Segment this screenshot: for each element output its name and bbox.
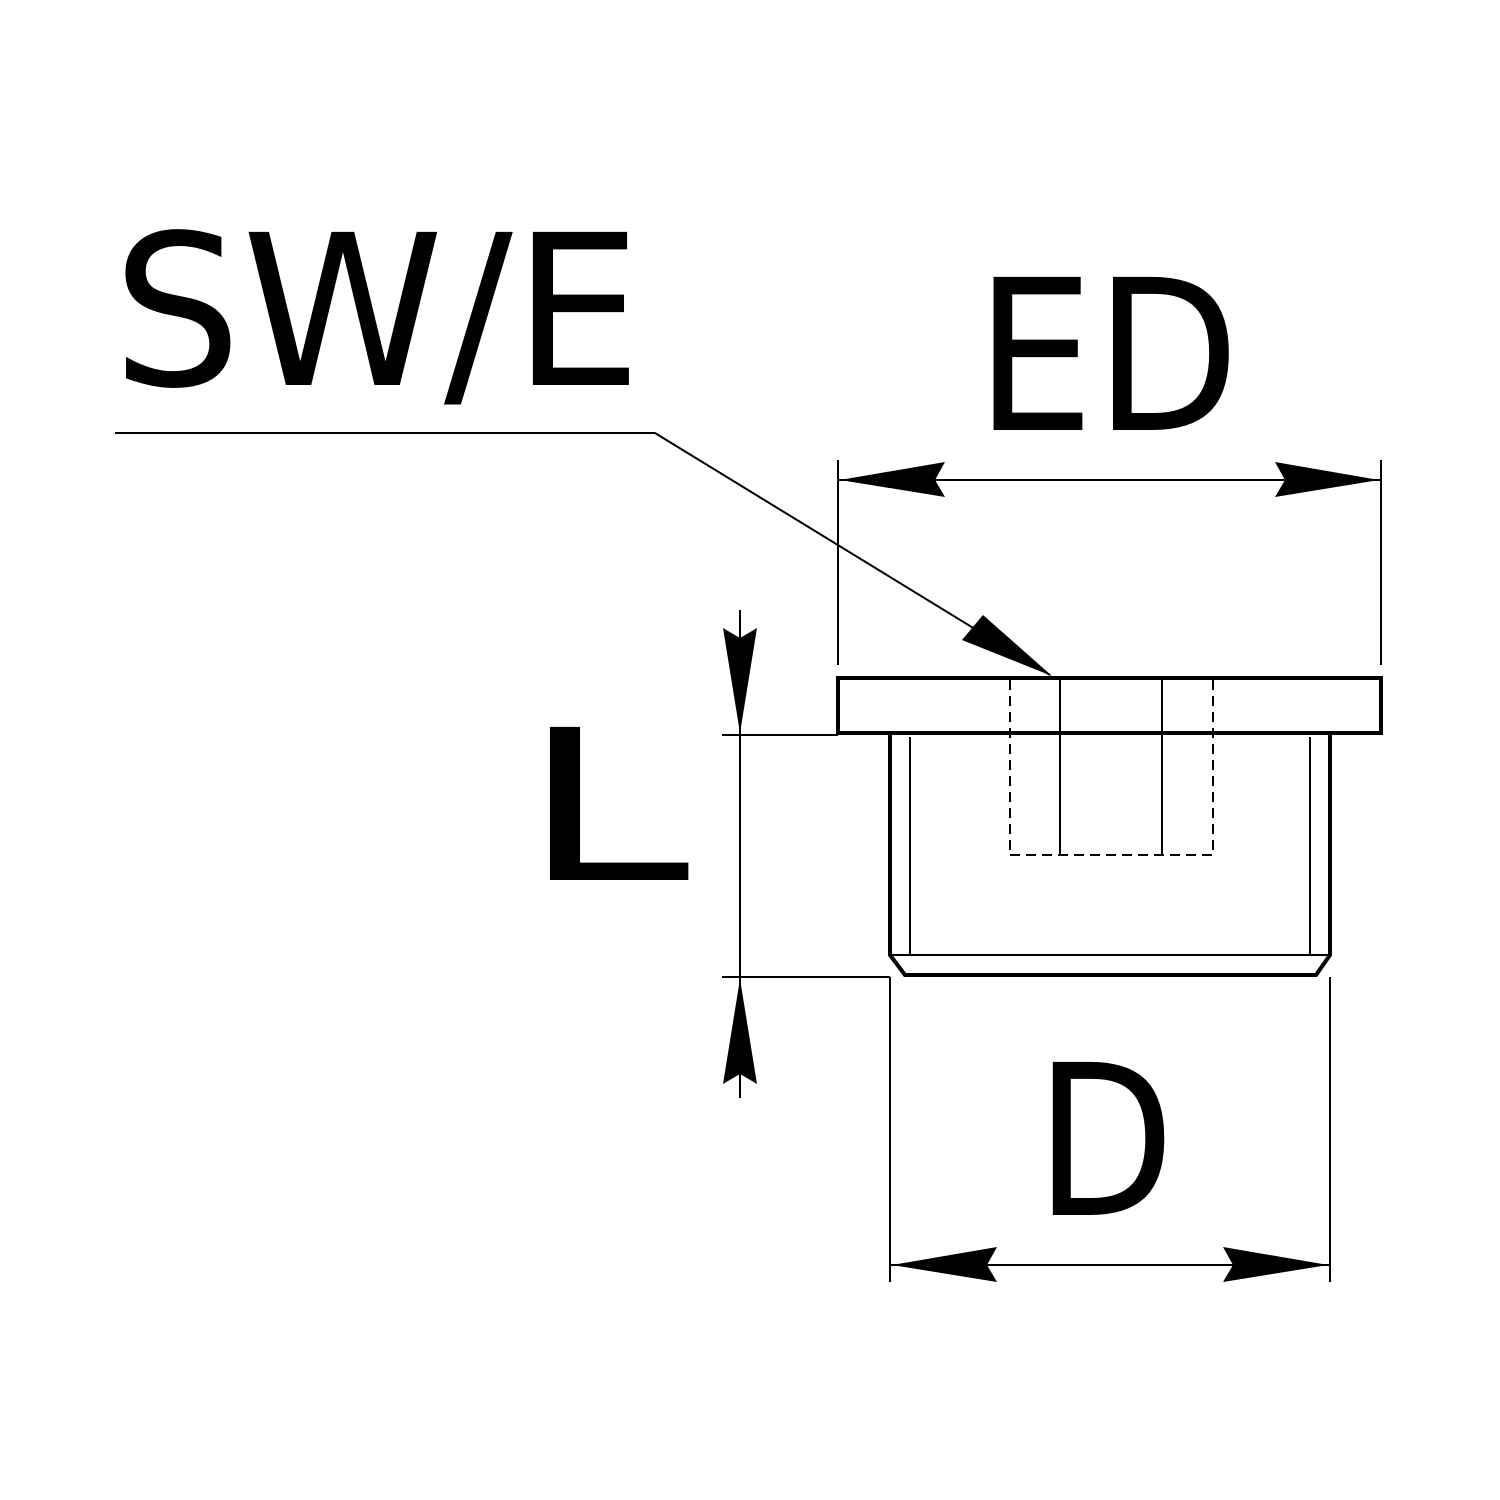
ed-arrow-left (840, 462, 945, 497)
l-arrow-top (723, 628, 757, 733)
label-ed: ED (975, 235, 1240, 480)
d-dimension (889, 977, 1331, 1282)
shank (888, 735, 1332, 977)
hidden-socket (1009, 680, 1214, 856)
label-d: D (1035, 1020, 1175, 1265)
d-arrow-right (1223, 1247, 1328, 1282)
label-sw-e: SW/E (112, 190, 642, 435)
ed-arrow-right (1275, 462, 1379, 497)
sw-e-leader (115, 432, 1052, 676)
shank-outline (888, 735, 1332, 977)
ed-dimension (837, 460, 1382, 665)
label-l: L (520, 685, 690, 930)
leader-line (115, 432, 1051, 676)
flange (836, 676, 1383, 735)
leader-arrowhead (962, 615, 1052, 676)
l-dimension (722, 610, 890, 1098)
d-arrow-left (892, 1247, 997, 1282)
l-arrow-bottom (723, 979, 757, 1084)
